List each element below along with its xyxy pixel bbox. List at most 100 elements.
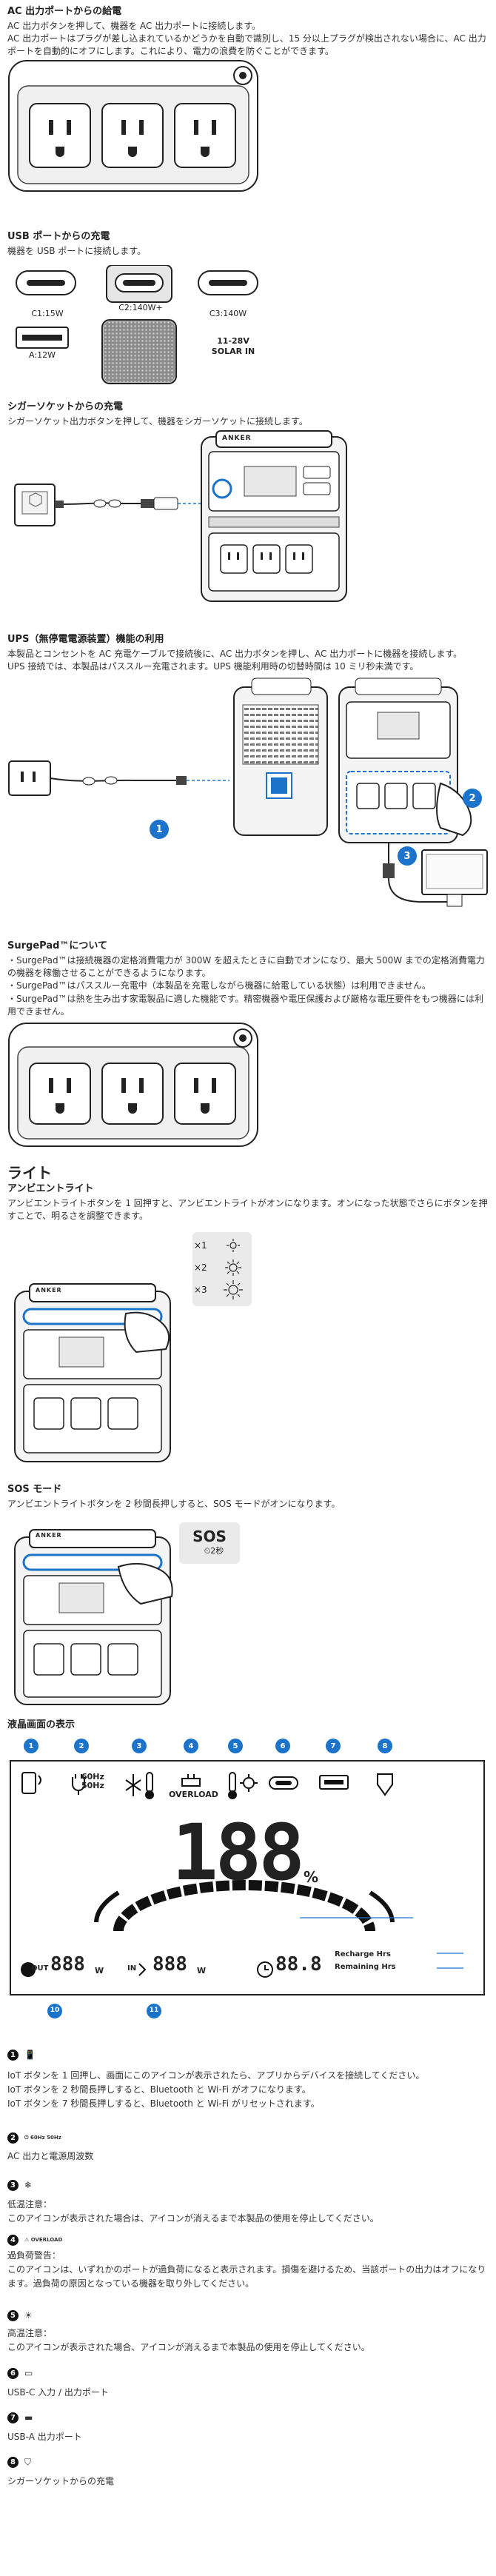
high-temp-icon: ☀: [24, 2310, 33, 2321]
brightness-x3: ×3: [194, 1285, 207, 1295]
lcd-remaining-hrs: Remaining Hrs: [335, 1963, 396, 1971]
ac-line1: AC 出力ボタンを押して、機器を AC 出力ポートに接続します。: [7, 20, 261, 31]
usb-ports-diagram: [15, 265, 259, 391]
ac-title: AC 出力ポートからの給電: [7, 6, 122, 17]
sos-diagram: [7, 1522, 244, 1707]
lcd-diagram: [7, 1737, 489, 2018]
lcd-title: 液晶画面の表示: [7, 1719, 76, 1730]
surgepad-bullet-1: ・SurgePad™は接続機器の定格消費電力が 300W を超えたときに自動でオ…: [7, 954, 485, 978]
legend-7-text: USB-A 出力ポート: [7, 2432, 82, 2442]
solar-voltage: 11-28V: [217, 336, 249, 346]
ac-frequency-icon: ⏻ 60Hz 50Hz: [24, 2135, 61, 2141]
solar-in-label: 11-28V SOLAR IN: [200, 336, 267, 358]
clock-icon: ⏲: [204, 1546, 211, 1556]
legend-4-text: このアイコンは、いずれかのポートが過負荷になると表示されます。損傷を避けるため、…: [7, 2264, 486, 2289]
legend-1-line3: IoT ボタンを 7 秒間長押しすると、Bluetooth と Wi-Fi がリ…: [7, 2098, 320, 2110]
usb-a-icon: ▬: [24, 2412, 33, 2423]
usb-c-icon: ▭: [24, 2368, 33, 2378]
legend-num-5: 5: [7, 2309, 19, 2321]
lcd-overload: OVERLOAD: [169, 1790, 218, 1799]
lcd-hz: 60Hz 50Hz: [81, 1772, 104, 1791]
legend-5-text: このアイコンが表示された場合、アイコンが消えるまで本製品の使用を停止してください…: [7, 2342, 370, 2353]
surgepad-outlet-panel: [7, 1022, 259, 1148]
ups-badge-3: 3: [403, 851, 411, 862]
lcd-callout-1: 1: [28, 1742, 34, 1750]
iot-icon: 📱: [24, 2050, 36, 2060]
legend-item-3: 3❄ 低温注意： このアイコンが表示された場合は、アイコンが消えるまで本製品の使…: [7, 2178, 489, 2226]
legend-item-7: 7▬ USB-A 出力ポート: [7, 2411, 489, 2443]
lcd-callout-6: 6: [280, 1742, 286, 1750]
lcd-in-value: 888: [153, 1953, 187, 1976]
legend-item-4: 4 ⚠ OVERLOAD 過負荷警告： このアイコンは、いずれかのポートが過負荷…: [7, 2235, 489, 2292]
lcd-recharge-hrs: Recharge Hrs: [335, 1950, 391, 1958]
usb-c1-label: C1:15W: [31, 309, 64, 318]
lcd-hours-labels: Recharge Hrs Remaining Hrs: [335, 1948, 396, 1973]
legend-8-text: シガーソケットからの充電: [7, 2476, 115, 2486]
lcd-callout-2: 2: [78, 1742, 84, 1750]
usb-title: USB ポートからの充電: [7, 231, 110, 242]
usb-desc: 機器を USB ポートに接続します。: [7, 245, 147, 256]
car-socket-icon: ⛉: [24, 2457, 32, 2467]
car-desc: シガーソケット出力ボタンを押して、機器をシガーソケットに接続します。: [7, 415, 308, 426]
surgepad-bullet-2: ・SurgePad™はパススルー充電中（本製品を充電しながら機器に給電している状…: [7, 980, 431, 991]
sos-device-brand: ANKER: [36, 1532, 62, 1539]
lcd-callout-12: 12: [467, 1949, 477, 1956]
sos-time-value: 2秒: [210, 1546, 224, 1556]
light-title: ライト: [7, 1164, 52, 1182]
lcd-callout-4: 4: [188, 1742, 194, 1750]
lcd-battery-percent: 188: [172, 1807, 305, 1898]
low-temp-icon: ❄: [24, 2180, 33, 2190]
ac-line2: AC 出力ポートはプラグが差し込まれているかどうかを自動で識別し、15 分以上プ…: [7, 33, 486, 57]
car-section: シガーソケットからの充電 シガーソケット出力ボタンを押して、機器をシガーソケット…: [7, 400, 489, 428]
lcd-callout-3: 3: [136, 1742, 142, 1750]
ups-diagram: [7, 672, 489, 917]
lcd-callout-11: 11: [149, 2007, 159, 2014]
legend-num-8: 8: [7, 2456, 19, 2468]
legend-num-6: 6: [7, 2367, 19, 2379]
legend-item-8: 8 ⛉ シガーソケットからの充電: [7, 2455, 489, 2488]
car-title: シガーソケットからの充電: [7, 401, 124, 412]
lcd-out-label: OUT: [31, 1964, 49, 1973]
light-section: ライト アンビエントライト アンビエントライトボタンを 1 回押すと、アンビエン…: [7, 1164, 489, 1222]
ambient-light-diagram: [7, 1232, 252, 1469]
sos-label: SOS: [192, 1528, 227, 1545]
legend-item-5: 5☀ 高温注意： このアイコンが表示された場合、アイコンが消えるまで本製品の使用…: [7, 2309, 489, 2355]
legend-num-3: 3: [7, 2179, 19, 2191]
lcd-hours-value: 88.8: [275, 1953, 322, 1976]
lcd-out-unit: W: [95, 1966, 104, 1976]
lcd-callout-9: 9: [419, 1914, 425, 1922]
lcd-hz-60: 60Hz: [81, 1772, 104, 1782]
legend-num-2: 2: [7, 2132, 19, 2144]
ups-title: UPS（無停電電源装置）機能の利用: [7, 634, 164, 645]
ups-line2: UPS 接続では、本製品はパススルー充電されます。UPS 機能利用時の切替時間は…: [7, 660, 419, 672]
lcd-in-label: IN: [127, 1964, 137, 1973]
surgepad-title: SurgePad™について: [7, 940, 108, 951]
ambient-desc: アンビエントライトボタンを 1 回押すと、アンビエントライトがオンになります。オ…: [7, 1197, 488, 1221]
brightness-x2: ×2: [194, 1262, 207, 1273]
lcd-percent-sign: %: [304, 1868, 319, 1886]
ups-badge-2: 2: [469, 793, 476, 804]
solar-label: SOLAR IN: [211, 347, 255, 357]
lcd-callout-13: 13: [467, 1964, 477, 1971]
lcd-callout-8: 8: [382, 1742, 388, 1750]
legend-1-line1: IoT ボタンを 1 回押し、画面にこのアイコンが表示されたら、アプリからデバイ…: [7, 2070, 425, 2081]
lcd-hz-50: 50Hz: [81, 1781, 104, 1791]
ac-outlet-panel: [7, 59, 259, 193]
legend-num-4: 4: [7, 2235, 19, 2246]
legend-3-title: 低温注意：: [7, 2199, 53, 2209]
lcd-callout-5: 5: [232, 1742, 238, 1750]
usb-a-label: A:12W: [29, 350, 56, 360]
ac-section: AC 出力ポートからの給電 AC 出力ボタンを押して、機器を AC 出力ポートに…: [7, 4, 489, 58]
legend-4-title: 過負荷警告：: [7, 2250, 61, 2261]
sos-title: SOS モード: [7, 1484, 62, 1495]
lcd-callout-10: 10: [50, 2007, 60, 2014]
lcd-callout-7: 7: [330, 1742, 336, 1750]
lcd-section: 液晶画面の表示: [7, 1718, 489, 1733]
legend-item-1: 1📱 IoT ボタンを 1 回押し、画面にこのアイコンが表示されたら、アプリから…: [7, 2048, 489, 2112]
brightness-x1: ×1: [194, 1240, 207, 1251]
usb-section: USB ポートからの充電 機器を USB ポートに接続します。: [7, 230, 489, 258]
ups-badge-1: 1: [155, 824, 163, 835]
lcd-out-value: 888: [50, 1953, 85, 1976]
legend-1-line2: IoT ボタンを 2 秒間長押しすると、Bluetooth と Wi-Fi がオ…: [7, 2084, 311, 2095]
overload-icon: ⚠ OVERLOAD: [24, 2237, 63, 2244]
